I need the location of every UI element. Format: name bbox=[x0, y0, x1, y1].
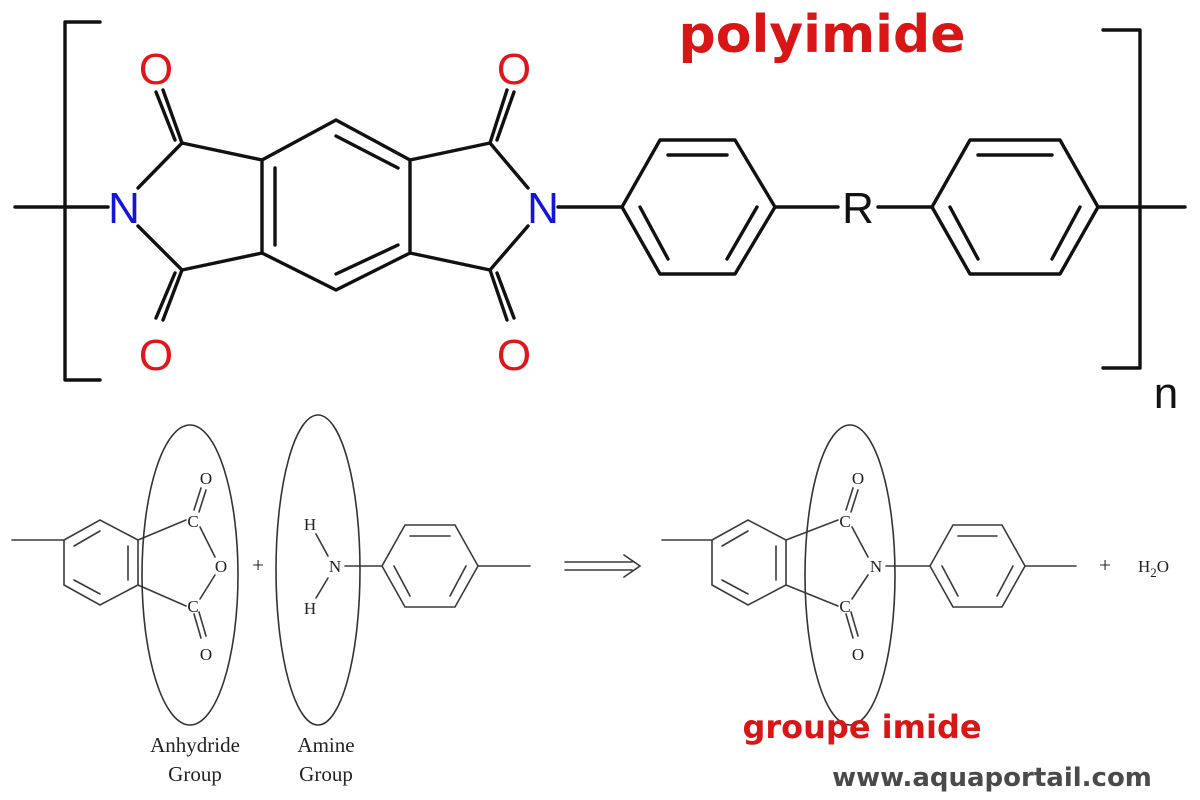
plus-sign-1: + bbox=[252, 553, 264, 577]
anhydride-bond-c-o-top bbox=[199, 526, 216, 558]
water-formula: H2O bbox=[1138, 557, 1169, 580]
product-phenyl-ring bbox=[929, 524, 1026, 608]
anhydride-ring-inner-1 bbox=[73, 530, 101, 547]
atom-oxygen-bottom-right: O bbox=[497, 331, 531, 380]
anhydride-bond-c-top bbox=[137, 519, 187, 541]
atom-oxygen-bottom-left: O bbox=[139, 331, 173, 380]
water-h: H bbox=[1138, 557, 1150, 576]
double-bond-o-bottom-left-b bbox=[154, 271, 177, 320]
amine-label-line2: Group bbox=[299, 762, 353, 786]
amine-atom-h-top: H bbox=[304, 515, 316, 534]
product-bond-c-n-top bbox=[851, 526, 869, 558]
polyimide-structure: O O O O N N R n bbox=[13, 20, 1187, 418]
product-bond-c-bottom bbox=[785, 584, 839, 607]
anhydride-atom-o-top: O bbox=[200, 469, 212, 488]
anhydride-atom-c-top: C bbox=[187, 512, 198, 531]
anhydride-atom-c-bottom: C bbox=[187, 597, 198, 616]
anhydride-group-ellipse bbox=[141, 424, 239, 726]
bond-ring-c-top-right bbox=[408, 141, 492, 162]
phenyl-1-inner-bond-2 bbox=[725, 205, 759, 261]
amine-phenyl-inner-3 bbox=[393, 565, 411, 597]
double-bond-o-top-left-b bbox=[154, 90, 177, 142]
bond-c-ring-top-left bbox=[180, 141, 264, 162]
anhydride-bond-c-bottom bbox=[137, 584, 187, 607]
atom-r-group: R bbox=[842, 184, 874, 233]
central-ring-inner-bond-1 bbox=[334, 134, 400, 170]
product-bond-c-n-bottom bbox=[851, 574, 869, 600]
bond-n-c-top-left bbox=[136, 141, 184, 190]
bond-c-n-top-right bbox=[488, 141, 530, 190]
product-atom-o-top: O bbox=[852, 469, 864, 488]
product-double-bond-top-b bbox=[850, 489, 859, 513]
amine-bond-h-top bbox=[315, 533, 329, 557]
bond-c-ring-bottom-left bbox=[180, 251, 264, 272]
atom-oxygen-top-right: O bbox=[497, 45, 531, 94]
product-atom-c-top: C bbox=[839, 512, 850, 531]
anhydride-bond-c-o-bottom bbox=[199, 574, 216, 600]
left-bracket bbox=[63, 20, 102, 382]
anhydride-benzene-ring bbox=[63, 519, 139, 606]
amine-phenyl-ring bbox=[381, 524, 479, 608]
product-atom-n: N bbox=[870, 557, 882, 576]
amine-atom-h-bottom: H bbox=[304, 599, 316, 618]
repeat-subscript-n: n bbox=[1154, 369, 1178, 418]
anhydride-atom-o-bottom: O bbox=[200, 645, 212, 664]
product-ring-inner-1 bbox=[721, 530, 749, 547]
anhydride-label-line1: Anhydride bbox=[150, 733, 240, 757]
imide-group-title: groupe imide bbox=[742, 708, 981, 746]
amine-label-line1: Amine bbox=[297, 733, 354, 757]
bond-ring-c-bottom-right bbox=[408, 251, 492, 272]
product-benzene-ring bbox=[711, 519, 787, 606]
double-bond-o-top-right-b bbox=[495, 90, 516, 142]
water-o: O bbox=[1157, 557, 1169, 576]
atom-oxygen-top-left: O bbox=[139, 45, 173, 94]
atom-nitrogen-right: N bbox=[527, 184, 559, 233]
anhydride-double-bond-bottom-b bbox=[198, 611, 207, 637]
product-atom-c-bottom: C bbox=[839, 597, 850, 616]
double-bond-o-bottom-right-a bbox=[488, 268, 509, 322]
watermark: www.aquaportail.com bbox=[832, 763, 1152, 793]
amine-bond-h-bottom bbox=[315, 577, 329, 599]
amine-group-ellipse bbox=[275, 414, 361, 726]
product-double-bond-bottom-a bbox=[845, 613, 854, 639]
product-double-bond-top-a bbox=[845, 487, 854, 511]
phenyl-ring-2 bbox=[930, 138, 1100, 276]
product-bond-c-top bbox=[785, 519, 839, 541]
bond-n-c-bottom-left bbox=[136, 224, 184, 272]
water-subscript: 2 bbox=[1150, 565, 1157, 580]
anhydride-double-bond-top-b bbox=[198, 489, 207, 513]
product-phenyl-inner-2 bbox=[996, 565, 1014, 597]
product-ring-inner-3 bbox=[721, 579, 749, 595]
phenyl-ring-1 bbox=[620, 138, 777, 276]
anhydride-label-line2: Group bbox=[168, 762, 222, 786]
central-benzene-ring bbox=[260, 118, 412, 292]
product-phenyl-inner-3 bbox=[941, 565, 959, 597]
double-bond-o-top-left-a bbox=[161, 88, 184, 145]
double-bond-o-bottom-left-a bbox=[161, 268, 184, 322]
anhydride-ring-inner-3 bbox=[73, 579, 101, 595]
atom-nitrogen-left: N bbox=[108, 184, 140, 233]
amine-atom-n: N bbox=[329, 557, 341, 576]
double-bond-o-bottom-right-b bbox=[495, 271, 516, 320]
phenyl-2-inner-bond-2 bbox=[1050, 205, 1082, 261]
reaction-arrow-head bbox=[623, 554, 642, 578]
product-double-bond-bottom-b bbox=[850, 611, 859, 637]
bond-c-n-bottom-right bbox=[488, 224, 530, 272]
anhydride-atom-o-ring: O bbox=[215, 557, 227, 576]
amine-phenyl-inner-2 bbox=[449, 565, 467, 597]
imide-group-ellipse bbox=[804, 424, 896, 726]
reaction-scheme: O C O C O + H N H bbox=[11, 414, 1169, 786]
central-ring-inner-bond-3 bbox=[334, 243, 400, 276]
phenyl-1-inner-bond-3 bbox=[638, 205, 670, 261]
product-atom-o-bottom: O bbox=[852, 645, 864, 664]
double-bond-o-top-right-a bbox=[488, 88, 509, 145]
plus-sign-2: + bbox=[1099, 553, 1111, 577]
anhydride-double-bond-top-a bbox=[193, 487, 202, 511]
phenyl-2-inner-bond-3 bbox=[948, 205, 980, 261]
anhydride-double-bond-bottom-a bbox=[193, 613, 202, 639]
right-bracket bbox=[1101, 28, 1142, 370]
page-title: polyimide bbox=[679, 5, 966, 65]
